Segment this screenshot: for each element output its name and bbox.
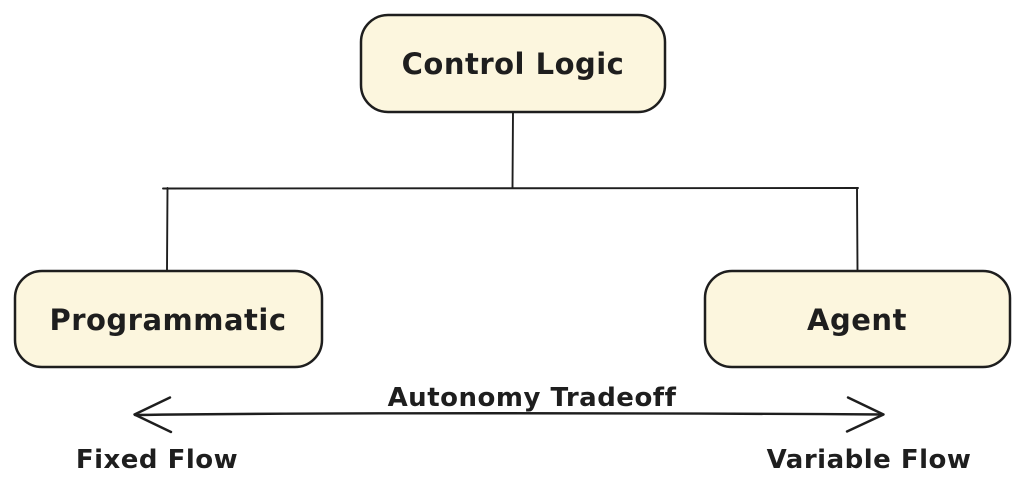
edge-branch-to-agent [856,187,859,271]
fixed-flow-label: Fixed Flow [76,445,238,475]
node-programmatic-label: Programmatic [49,303,286,337]
node-control-logic-label: Control Logic [402,47,625,81]
edge-branch-to-programmatic [166,187,169,271]
arrowhead-right-icon [845,396,885,433]
tradeoff-arrow [133,396,885,434]
node-control-logic-box [359,13,667,114]
tradeoff-axis-label: Autonomy Tradeoff [388,383,677,413]
edge-root-stem [511,111,514,189]
tradeoff-arrow-shaft [133,412,885,417]
variable-flow-label: Variable Flow [767,445,972,475]
node-agent-box [703,269,1012,369]
node-programmatic-box [13,269,324,369]
node-agent-label: Agent [807,303,907,337]
arrowhead-left-icon [133,396,173,434]
edge-branch-line [162,186,859,190]
